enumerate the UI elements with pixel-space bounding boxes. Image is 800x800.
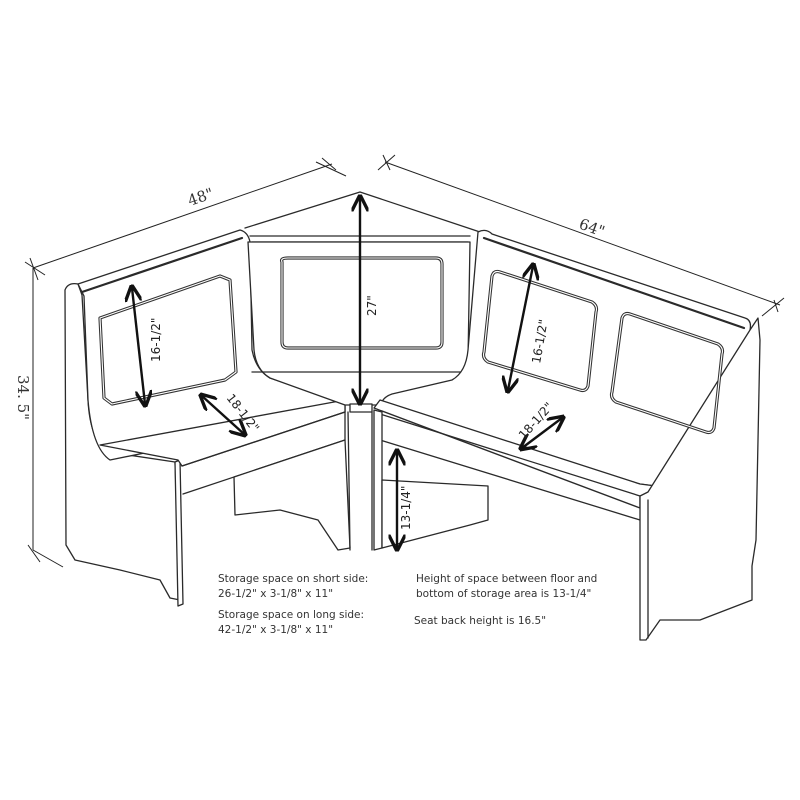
short-seat-depth-arrow <box>202 396 244 434</box>
floor-height-line2: bottom of storage area is 13-1/4" <box>416 588 592 600</box>
long-side-bench <box>373 229 761 641</box>
dimension-34-5-line <box>27 268 64 568</box>
floor-storage-label: 13-1/4" <box>399 486 413 530</box>
floor-height-note: Height of space between floor and bottom… <box>416 572 597 602</box>
short-side-storage-note: Storage space on short side: 26-1/2" x 3… <box>218 572 368 602</box>
short-back-height-arrow <box>132 288 145 404</box>
seat-back-height-note: Seat back height is 16.5" <box>414 614 546 629</box>
short-back-height-label: 16-1/2" <box>149 318 163 362</box>
seat-back-height-text: Seat back height is 16.5" <box>414 615 547 627</box>
dimension-64-label: 64" <box>577 215 608 241</box>
long-side-storage-value: 42-1/2" x 3-1/8" x 11" <box>218 624 334 636</box>
long-side-storage-note: Storage space on long side: 42-1/2" x 3-… <box>218 608 364 638</box>
dimension-48-line <box>24 157 347 281</box>
short-side-storage-value: 26-1/2" x 3-1/8" x 11" <box>218 588 334 600</box>
floor-height-line1: Height of space between floor and <box>416 573 598 585</box>
long-back-height-arrow <box>508 266 533 390</box>
dimension-27-label: 27" <box>365 295 379 316</box>
long-seat-depth-arrow <box>522 418 562 448</box>
short-side-storage-label: Storage space on short side: <box>218 573 369 585</box>
top-outline <box>244 191 481 243</box>
dimension-34-5-label: 34. 5" <box>14 375 32 420</box>
dimension-64-line <box>377 154 785 317</box>
long-side-storage-label: Storage space on long side: <box>218 609 365 621</box>
